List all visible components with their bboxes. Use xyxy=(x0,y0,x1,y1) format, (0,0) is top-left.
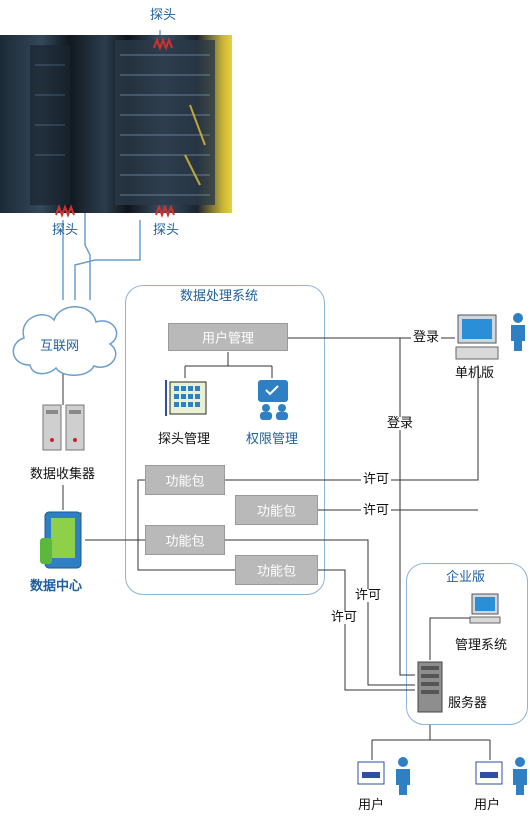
server-room-photo xyxy=(0,35,232,213)
user-label-2: 用户 xyxy=(474,798,501,813)
internet-label: 互联网 xyxy=(40,339,80,354)
license-label-4: 许可 xyxy=(329,610,360,625)
probe-management-label: 探头管理 xyxy=(158,432,211,447)
probe-line-right xyxy=(74,220,141,300)
standalone-label: 单机版 xyxy=(455,366,495,381)
function-package-4[interactable]: 功能包 xyxy=(235,555,318,585)
collector-label: 数据收集器 xyxy=(30,467,96,482)
function-package-label: 功能包 xyxy=(256,564,296,580)
license-label-3: 许可 xyxy=(353,588,384,603)
function-package-2[interactable]: 功能包 xyxy=(235,495,318,525)
license-label-2: 许可 xyxy=(361,503,392,518)
function-package-label: 功能包 xyxy=(165,474,205,490)
probe-left-label: 探头 xyxy=(52,223,79,238)
server-label: 服务器 xyxy=(448,696,488,711)
user-management-box[interactable]: 用户管理 xyxy=(168,323,288,351)
function-package-label: 功能包 xyxy=(165,534,205,550)
user-management-label: 用户管理 xyxy=(201,331,254,347)
function-package-label: 功能包 xyxy=(256,504,296,520)
probe-top-label: 探头 xyxy=(150,8,177,23)
rack-detail xyxy=(30,40,215,205)
probe-top-icon xyxy=(153,37,173,51)
mgmt-system-label: 管理系统 xyxy=(455,638,508,653)
license-label-1: 许可 xyxy=(361,472,392,487)
data-center-label: 数据中心 xyxy=(30,579,83,594)
function-package-1[interactable]: 功能包 xyxy=(145,465,225,495)
probe-left-icon xyxy=(55,204,75,218)
enterprise-title: 企业版 xyxy=(446,570,486,585)
login-label-mid: 登录 xyxy=(385,416,416,431)
processing-title: 数据处理系统 xyxy=(180,289,259,304)
probe-right-icon xyxy=(155,204,175,218)
login-label-top: 登录 xyxy=(411,330,442,345)
permission-management-label: 权限管理 xyxy=(246,432,299,447)
user-label-1: 用户 xyxy=(358,798,385,813)
probe-right-label: 探头 xyxy=(153,223,180,238)
license-line-4 xyxy=(318,569,415,691)
function-package-3[interactable]: 功能包 xyxy=(145,525,225,555)
